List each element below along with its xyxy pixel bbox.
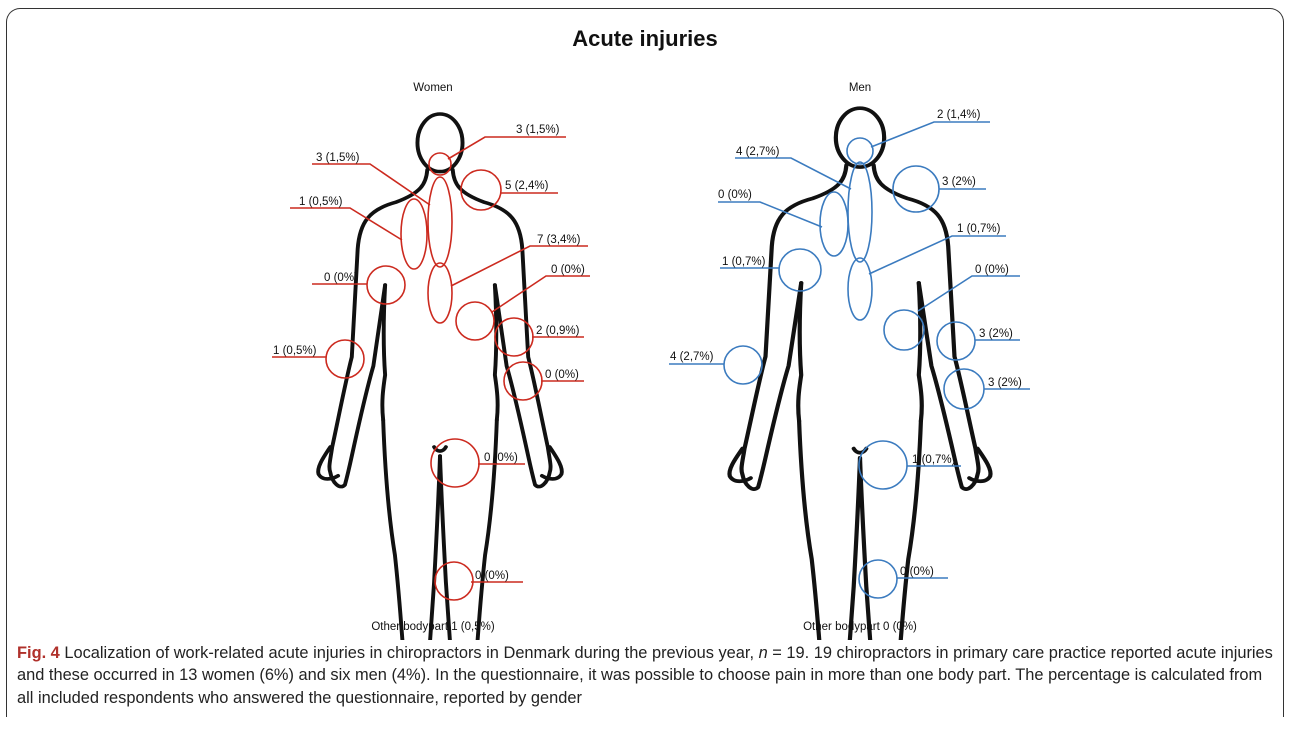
women-label-hand: 1 (0,5%) [273, 345, 317, 357]
men-label-wrist: 3 (2%) [979, 328, 1013, 340]
women-label-wrist: 2 (0,9%) [536, 325, 580, 337]
women-label-shoulder: 5 (2,4%) [505, 180, 549, 192]
women-heading: Women [413, 82, 452, 94]
men-other-bodypart: Other bodypart 0 (0%) [803, 621, 917, 633]
men-label-neck: 2 (1,4%) [937, 109, 981, 121]
women-other-bodypart: Other bodypart 1 (0,5%) [371, 621, 495, 633]
men-labels: 2 (1,4%) 4 (2,7%) 3 (2%) 0 (0%) 1 (0,7%)… [670, 109, 1022, 578]
men-label-thoracic: 4 (2,7%) [736, 146, 780, 158]
men-label-elbow: 1 (0,7%) [722, 256, 766, 268]
men-label-hip: 0 (0%) [975, 264, 1009, 276]
women-label-ankle: 0 (0%) [475, 570, 509, 582]
women-label-upperarm: 1 (0,5%) [299, 196, 343, 208]
women-label-fingers: 0 (0%) [545, 369, 579, 381]
figure-label: Fig. 4 [17, 644, 60, 662]
women-label-neck: 3 (1,5%) [516, 124, 560, 136]
men-label-knee: 1 (0,7%) [912, 454, 956, 466]
men-label-fingers: 3 (2%) [988, 377, 1022, 389]
women-label-lowback: 7 (3,4%) [537, 234, 581, 246]
women-label-elbow: 0 (0%) [324, 272, 358, 284]
body-diagram: Acute injuries Women 3 (1,5%) 3 (1,5%) 5… [0, 0, 1290, 640]
men-label-shoulder: 3 (2%) [942, 176, 976, 188]
men-heading: Men [849, 82, 871, 94]
men-label-hand: 4 (2,7%) [670, 351, 714, 363]
men-label-lowback: 1 (0,7%) [957, 223, 1001, 235]
figure-title: Acute injuries [572, 26, 717, 51]
women-label-hip: 0 (0%) [551, 264, 585, 276]
figure-caption: Fig. 4 Localization of work-related acut… [17, 642, 1277, 709]
caption-n-variable: n [759, 644, 768, 662]
caption-text-1: Localization of work-related acute injur… [60, 644, 759, 662]
women-label-knee: 0 (0%) [484, 452, 518, 464]
women-label-thoracic: 3 (1,5%) [316, 152, 360, 164]
men-label-upperarm: 0 (0%) [718, 189, 752, 201]
men-label-ankle: 0 (0%) [900, 566, 934, 578]
